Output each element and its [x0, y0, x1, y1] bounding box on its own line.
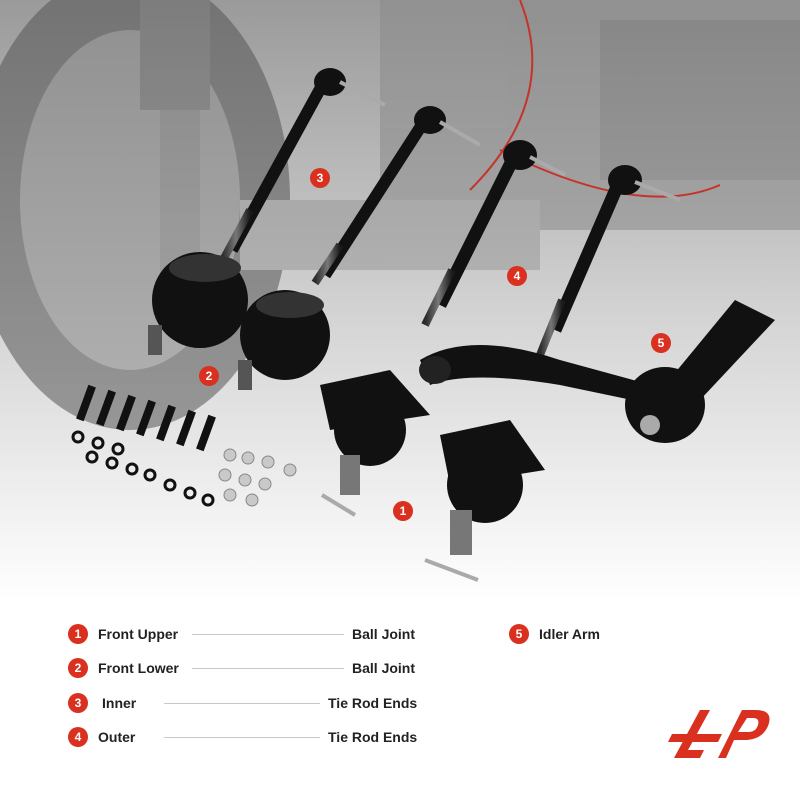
callout-5: 5 [651, 333, 671, 353]
hardware-washers [71, 430, 215, 507]
legend-item-5: 5 Idler Arm [509, 623, 600, 645]
brand-logo [668, 710, 770, 758]
tie-rod-end-inner-2 [311, 106, 481, 286]
legend-type: Tie Rod Ends [328, 729, 418, 745]
legend-type: Ball Joint [352, 660, 416, 676]
legend-divider [164, 737, 320, 738]
legend-number: 2 [68, 658, 88, 678]
legend-name: Idler Arm [539, 626, 600, 642]
ball-joint-front-lower-2 [238, 290, 330, 390]
legend-number: 3 [68, 693, 88, 713]
legend-divider [192, 668, 344, 669]
legend-divider [192, 634, 344, 635]
legend-name: Outer [98, 729, 136, 745]
callout-4: 4 [507, 266, 527, 286]
ball-joint-front-lower-1 [148, 252, 248, 355]
callout-1: 1 [393, 501, 413, 521]
hardware-bolts [76, 384, 216, 452]
legend-number: 1 [68, 624, 88, 644]
ball-joint-front-upper-1 [320, 370, 430, 517]
product-photo [0, 0, 800, 600]
legend-item-3: 3 Inner Tie Rod Ends [68, 692, 417, 714]
legend-number: 4 [68, 727, 88, 747]
hardware-nuts [218, 448, 297, 507]
idler-arm [419, 300, 775, 443]
tie-rod-end-outer-1 [421, 140, 566, 327]
legend-number: 5 [509, 624, 529, 644]
legend-name: Front Lower [98, 660, 179, 676]
legend-item-4: 4 Outer Tie Rod Ends [68, 726, 417, 748]
legend-item-2: 2 Front Lower Ball Joint [68, 657, 415, 679]
tie-rod-end-inner-1 [218, 68, 386, 264]
callout-3: 3 [310, 168, 330, 188]
legend-type: Ball Joint [352, 626, 416, 642]
callout-2: 2 [199, 366, 219, 386]
legend-item-1: 1 Front Upper Ball Joint [68, 623, 415, 645]
legend-name: Inner [102, 695, 137, 711]
ball-joint-front-upper-2 [424, 420, 545, 582]
legend-name: Front Upper [98, 626, 179, 642]
legend-type: Tie Rod Ends [328, 695, 418, 711]
tie-rod-end-outer-2 [536, 165, 681, 357]
red-brake-line [469, 0, 534, 191]
legend-divider [164, 703, 320, 704]
